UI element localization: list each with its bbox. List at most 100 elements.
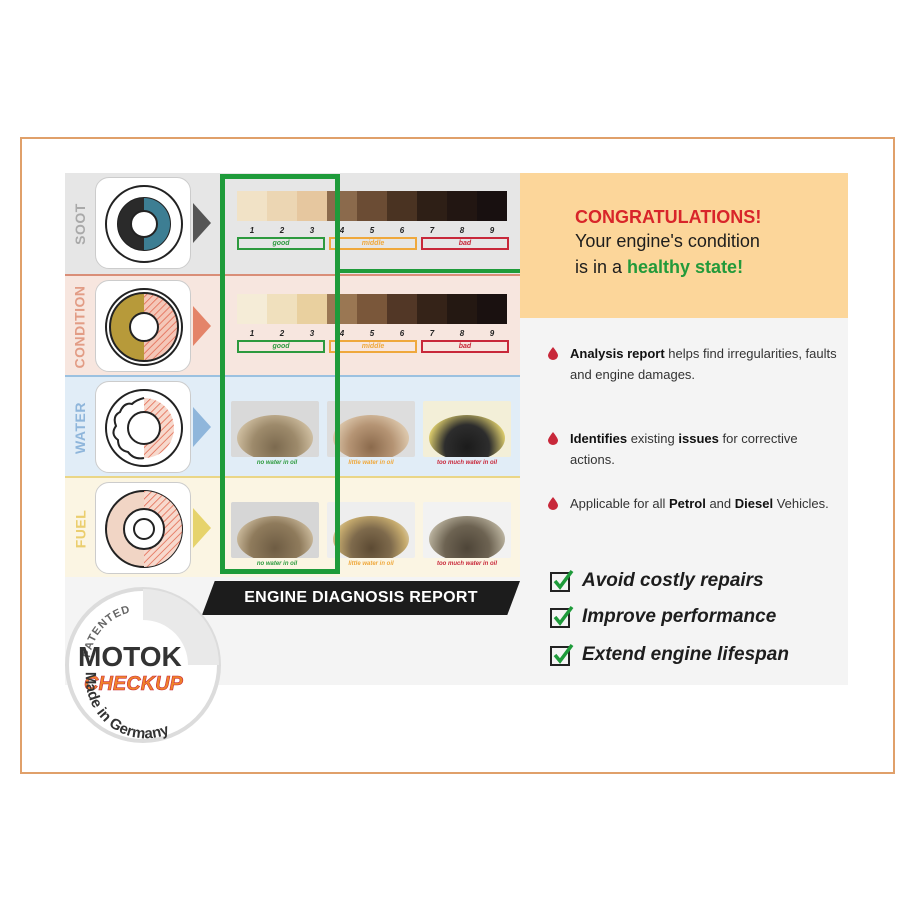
fuel-sample-2	[327, 502, 415, 558]
soot-swatch-2	[267, 191, 297, 221]
fuel-sample-1	[231, 502, 319, 558]
soot-good: good	[237, 237, 325, 250]
condition-good: good	[237, 340, 325, 353]
soot-swatch-5	[357, 191, 387, 221]
fuel-arrow-icon	[193, 508, 211, 548]
fuel-row: FUEL	[65, 476, 520, 577]
water-samples: no water in oil little water in oil too …	[231, 401, 511, 473]
condition-label: CONDITION	[72, 284, 88, 369]
condition-scale-numbers: 1 2 3 4 5 6 7 8 9	[237, 329, 507, 338]
condition-number-3: 3	[309, 329, 315, 338]
soot-number-9: 9	[489, 226, 495, 235]
condition-categories: good middle bad	[237, 340, 509, 354]
benefits-panel: CONGRATULATIONS! Your engine's condition…	[520, 173, 848, 685]
water-row: WATER	[65, 375, 520, 476]
condition-swatch-4	[327, 294, 357, 324]
soot-number-3: 3	[309, 226, 315, 235]
condition-row: CONDITION 1 2 3 4 5	[65, 274, 520, 375]
soot-swatch-4	[327, 191, 357, 221]
condition-swatch-2	[267, 294, 297, 324]
water-label: WATER	[72, 401, 89, 454]
condition-number-8: 8	[459, 329, 465, 338]
bullet-identifies: Identifies existing issues for correctiv…	[548, 428, 838, 470]
fuel-label: FUEL	[72, 509, 88, 548]
fuel-label-2: little water in oil	[348, 561, 394, 567]
condition-swatch-7	[417, 294, 447, 324]
soot-swatch-1	[237, 191, 267, 221]
soot-swatch-7	[417, 191, 447, 221]
highlight-frame	[220, 174, 340, 574]
condition-swatch-5	[357, 294, 387, 324]
congrats-line-2: Your engine's condition	[575, 231, 760, 251]
water-sample-3	[423, 401, 511, 457]
bullet-analysis: Analysis report helps find irregularitie…	[548, 343, 838, 385]
seal-brand-bottom: CHECKUP	[84, 673, 184, 695]
drop-icon	[548, 497, 558, 510]
soot-label: SOOT	[72, 202, 89, 245]
condition-number-2: 2	[279, 329, 285, 338]
condition-bad: bad	[421, 340, 509, 353]
water-label-1: no water in oil	[256, 460, 298, 466]
water-label-3: too much water in oil	[436, 460, 497, 466]
soot-number-8: 8	[459, 226, 465, 235]
condition-swatch-6	[387, 294, 417, 324]
soot-arrow-icon	[193, 203, 211, 243]
condition-number-9: 9	[489, 329, 495, 338]
drop-icon	[548, 432, 558, 445]
condition-swatch-3	[297, 294, 327, 324]
water-label-2: little water in oil	[348, 460, 394, 466]
fuel-label-1: no water in oil	[256, 561, 298, 567]
soot-color-scale	[237, 191, 507, 221]
fuel-sample-3	[423, 502, 511, 558]
soot-number-5: 5	[369, 226, 375, 235]
condition-number-7: 7	[429, 329, 435, 338]
checkbox-icon	[550, 605, 574, 628]
condition-swatch-1	[237, 294, 267, 324]
soot-icon	[95, 177, 191, 269]
soot-row: SOOT 1 2 3 4 5 6 7 8 9 good middle bad	[65, 173, 520, 274]
condition-number-4: 4	[339, 329, 345, 338]
soot-number-7: 7	[429, 226, 435, 235]
condition-icon	[95, 280, 191, 372]
soot-swatch-9	[477, 191, 507, 221]
congrats-heading: CONGRATULATIONS!	[575, 207, 762, 227]
condition-middle: middle	[329, 340, 417, 353]
condition-arrow-icon	[193, 306, 211, 346]
soot-swatch-3	[297, 191, 327, 221]
water-sample-2	[327, 401, 415, 457]
check-extend-lifespan: Extend engine lifespan	[550, 641, 789, 669]
congrats-banner: CONGRATULATIONS! Your engine's condition…	[520, 173, 848, 318]
fuel-icon	[95, 482, 191, 574]
soot-swatch-8	[447, 191, 477, 221]
check-improve-performance: Improve performance	[550, 603, 776, 631]
soot-number-4: 4	[339, 226, 345, 235]
soot-number-2: 2	[279, 226, 285, 235]
soot-swatch-6	[387, 191, 417, 221]
drop-icon	[548, 347, 558, 360]
water-icon	[95, 381, 191, 473]
soot-number-6: 6	[399, 226, 405, 235]
condition-swatch-9	[477, 294, 507, 324]
highlight-connector	[340, 269, 540, 273]
congrats-line-3: is in a healthy state!	[575, 257, 744, 277]
check-avoid-repairs: Avoid costly repairs	[550, 567, 764, 595]
soot-bad: bad	[421, 237, 509, 250]
report-title: ENGINE DIAGNOSIS REPORT	[202, 581, 520, 615]
fuel-samples: no water in oil little water in oil too …	[231, 502, 511, 574]
bullet-applicable: Applicable for all Petrol and Diesel Veh…	[548, 493, 838, 514]
soot-number-1: 1	[249, 226, 255, 235]
soot-middle: middle	[329, 237, 417, 250]
condition-number-1: 1	[249, 329, 255, 338]
motok-checkup-seal: PATENTED MOTOK CHECKUP Made in Germany	[58, 580, 228, 750]
condition-number-6: 6	[399, 329, 405, 338]
water-sample-1	[231, 401, 319, 457]
soot-categories: good middle bad	[237, 237, 509, 251]
soot-scale-numbers: 1 2 3 4 5 6 7 8 9	[237, 226, 507, 235]
seal-brand-top: MOTOK	[78, 641, 182, 672]
checkbox-icon	[550, 569, 574, 592]
fuel-label-3: too much water in oil	[436, 561, 497, 567]
condition-swatch-8	[447, 294, 477, 324]
condition-number-5: 5	[369, 329, 375, 338]
